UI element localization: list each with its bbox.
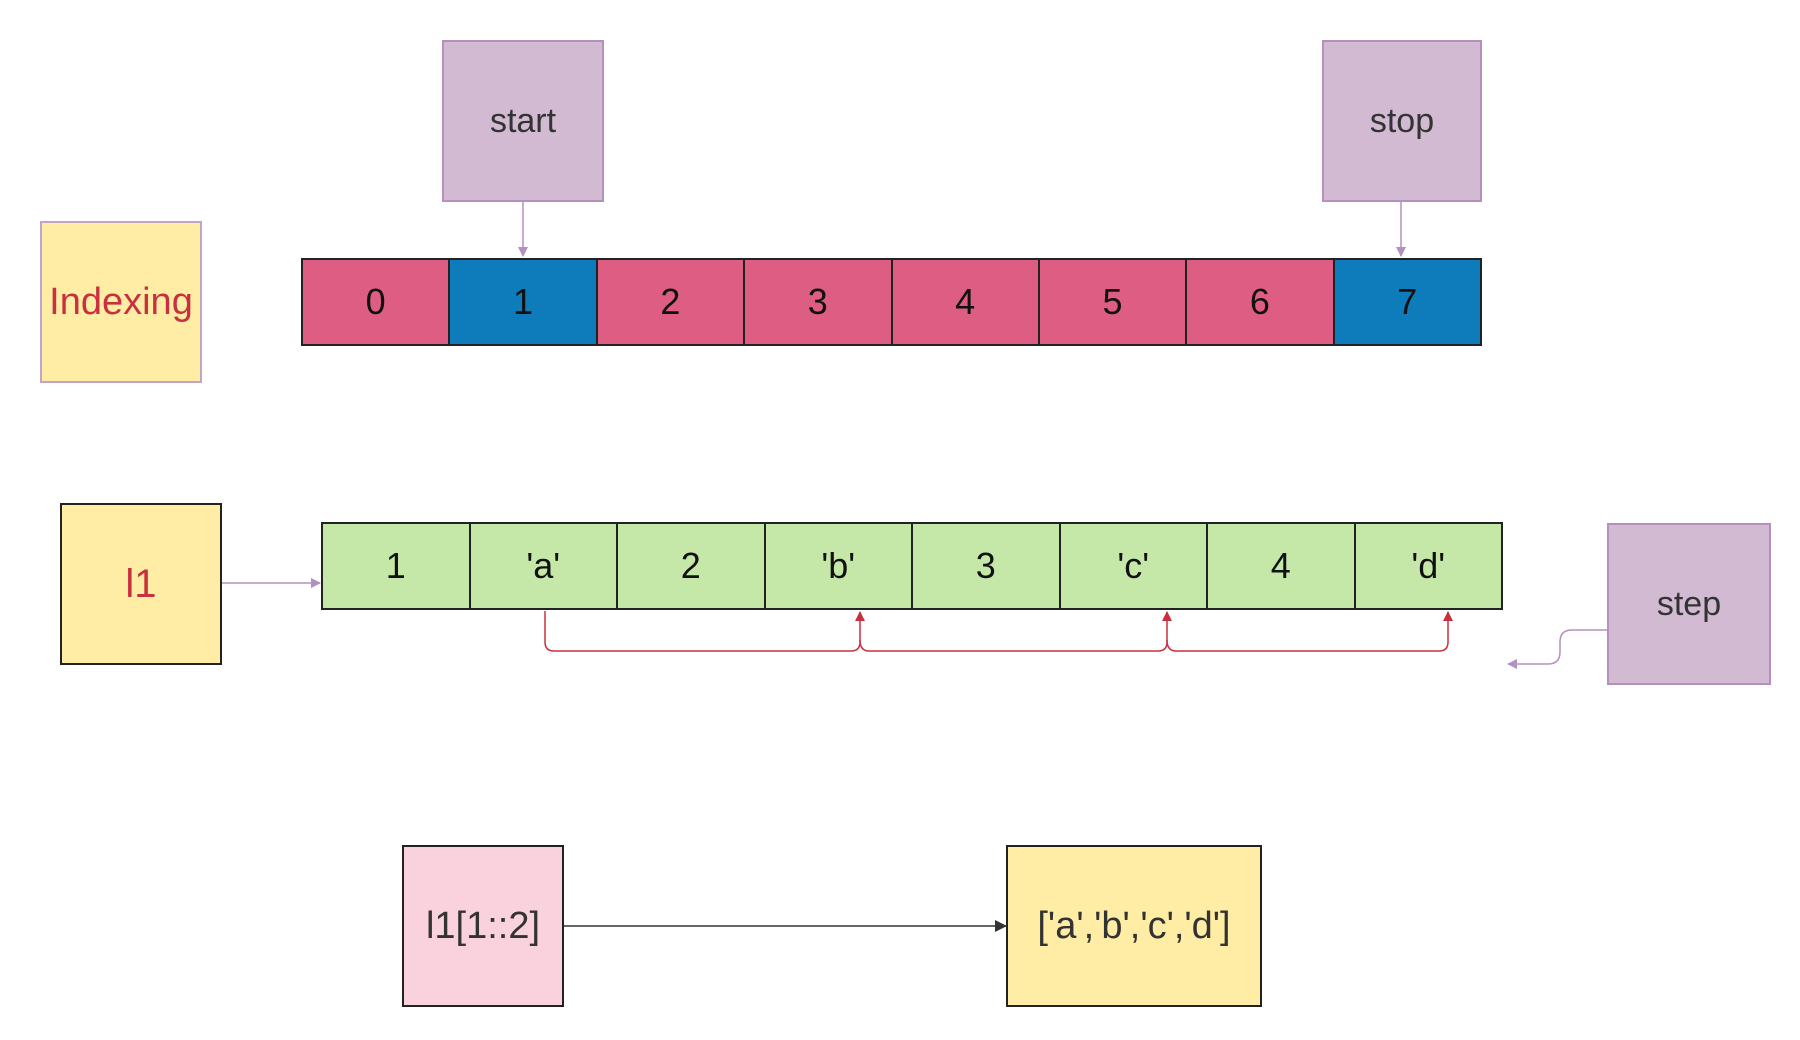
- indexing-label: Indexing: [49, 280, 193, 323]
- value-cell: 4: [1208, 524, 1356, 608]
- step-label: step: [1656, 584, 1722, 623]
- value-row: 1'a'2'b'3'c'4'd': [321, 522, 1503, 610]
- expression-box: l1[1::2]: [402, 845, 564, 1007]
- l1-label: l1: [125, 561, 157, 606]
- step-box: step: [1607, 523, 1771, 685]
- value-cell: 'a': [470, 524, 618, 608]
- step-jump-b-c: [859, 611, 1172, 652]
- index-cell: 7: [1334, 260, 1480, 344]
- value-cell: 1: [323, 524, 471, 608]
- start-label: start: [489, 101, 557, 140]
- step-jump-a-b: [544, 611, 865, 652]
- index-cell: 5: [1039, 260, 1188, 344]
- indexing-box: Indexing: [40, 221, 202, 383]
- index-cell: 3: [745, 260, 893, 344]
- value-cell: 'c': [1060, 524, 1208, 608]
- start-box: start: [442, 40, 604, 202]
- stop-box: stop: [1322, 40, 1482, 202]
- expression-label: l1[1::2]: [425, 904, 541, 947]
- step-jump-c-d: [1166, 611, 1453, 652]
- result-label: ['a','b','c','d']: [1037, 904, 1231, 947]
- step-arrow: [1507, 629, 1607, 669]
- value-cell: 2: [618, 524, 766, 608]
- index-cell: 1: [450, 260, 598, 344]
- index-cell: 0: [303, 260, 451, 344]
- index-cell: 2: [597, 260, 746, 344]
- index-cell: 6: [1187, 260, 1335, 344]
- result-box: ['a','b','c','d']: [1006, 845, 1262, 1007]
- value-cell: 'b': [765, 524, 913, 608]
- stop-label: stop: [1369, 101, 1435, 140]
- l1-box: l1: [60, 503, 222, 665]
- value-cell: 'd': [1355, 524, 1501, 608]
- index-cell: 4: [892, 260, 1040, 344]
- value-cell: 3: [913, 524, 1061, 608]
